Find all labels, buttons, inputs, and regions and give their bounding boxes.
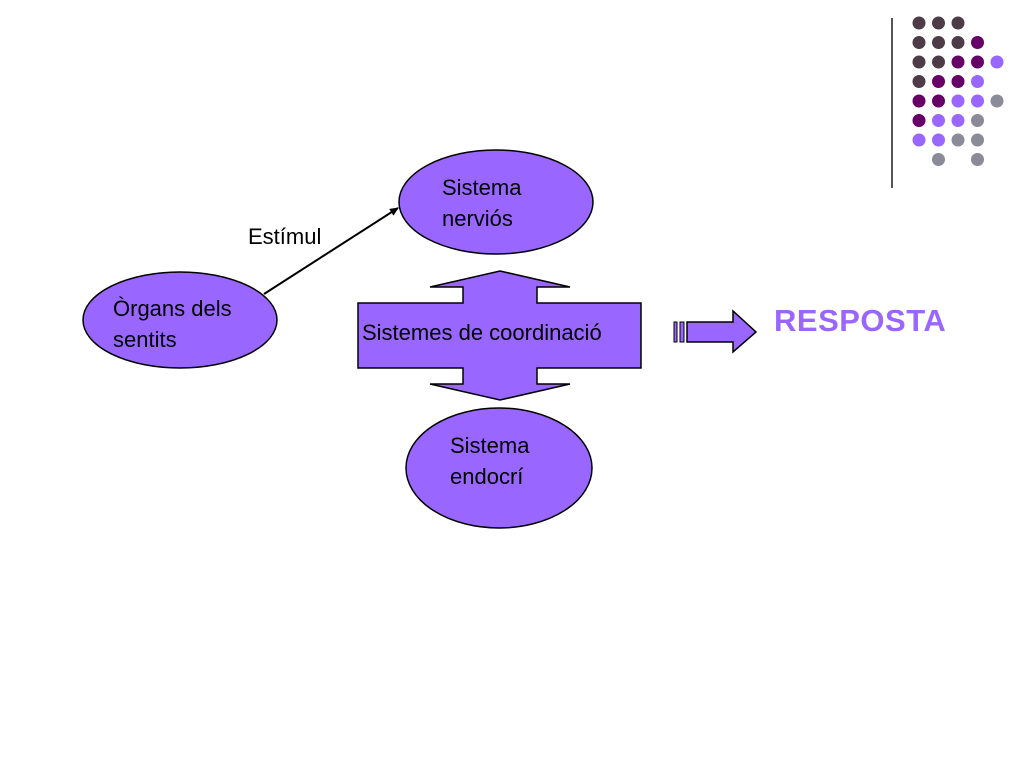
- decorative-dot: [951, 16, 965, 30]
- decorative-dot: [990, 55, 1004, 69]
- decorative-dot: [951, 133, 965, 147]
- stimulus-arrow: [263, 207, 399, 295]
- decorative-dot: [912, 55, 926, 69]
- decorative-dot: [932, 114, 945, 127]
- stimulus-label: Estímul: [248, 224, 322, 249]
- response-label: RESPOSTA: [774, 303, 947, 338]
- decorative-dot: [912, 16, 926, 30]
- endocrine-system-label-line1: Sistema: [450, 433, 530, 458]
- endocrine-system-label-line2: endocrí: [450, 464, 524, 489]
- decorative-dot: [912, 36, 926, 49]
- decorative-dot-grid: [912, 16, 1004, 166]
- node-endocrine-system-ellipse: [405, 407, 593, 529]
- nervous-system-label-line1: Sistema: [442, 175, 522, 200]
- decorative-dot: [932, 153, 945, 166]
- decorative-dot: [932, 16, 945, 30]
- node-nervous-system-ellipse: [398, 149, 594, 255]
- decorative-dot: [971, 36, 984, 49]
- decorative-dot: [932, 55, 945, 69]
- decorative-dot: [912, 114, 926, 127]
- decorative-dot: [971, 55, 984, 69]
- decorative-dot: [951, 36, 965, 49]
- decorative-dot: [912, 133, 926, 147]
- decorative-dot: [912, 75, 926, 88]
- decorative-dot: [951, 55, 965, 69]
- decorative-dot: [932, 75, 945, 88]
- nervous-system-label-line2: nerviós: [442, 206, 513, 231]
- decorative-dot: [990, 94, 1004, 108]
- decorative-dot: [971, 114, 984, 127]
- decorative-dot: [912, 94, 926, 108]
- response-arrow: [673, 309, 758, 354]
- decorative-dot: [951, 94, 965, 108]
- organs-label-line1: Òrgans dels: [113, 296, 232, 321]
- decorative-dot: [951, 114, 965, 127]
- decorative-dot: [951, 75, 965, 88]
- decorative-dot: [932, 36, 945, 49]
- coordination-double-arrow: [357, 270, 642, 401]
- node-organs-ellipse: [82, 271, 278, 369]
- decorative-dot: [971, 75, 984, 88]
- decorative-dot: [932, 94, 945, 108]
- decorative-dot: [932, 133, 945, 147]
- organs-label-line2: sentits: [113, 327, 177, 352]
- coordination-label: Sistemes de coordinació: [362, 320, 602, 345]
- decorative-dot: [971, 94, 984, 108]
- decorative-dot: [971, 153, 984, 166]
- decorative-dot: [971, 133, 984, 147]
